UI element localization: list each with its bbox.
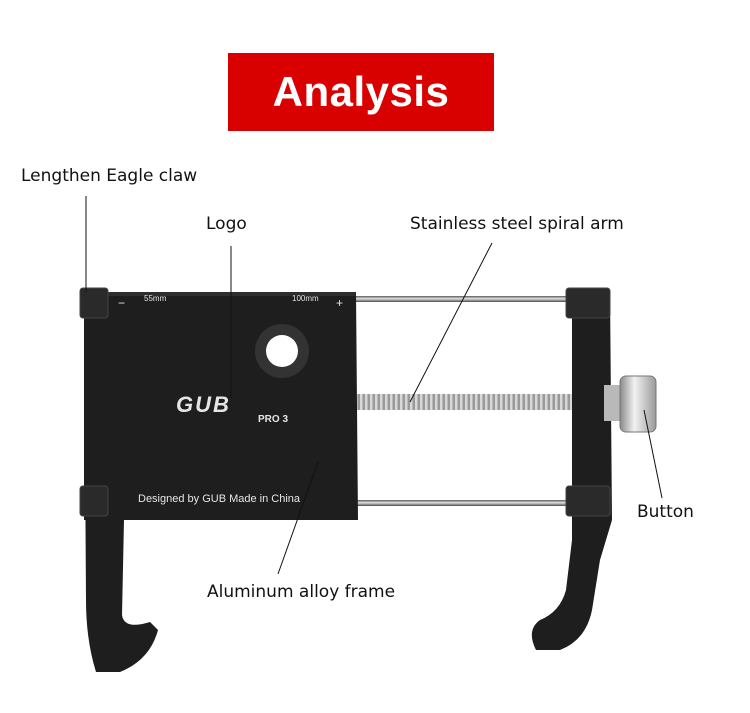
label-logo: Logo (206, 214, 247, 234)
label-frame: Aluminum alloy frame (207, 582, 396, 602)
knob-button (604, 375, 657, 433)
model-name: PRO 3 (258, 414, 289, 425)
leader-frame (277, 461, 319, 575)
leader-spiral-arm (409, 242, 493, 403)
measure-100mm: 100mm (292, 294, 319, 303)
eagle-claw-top-left (79, 287, 109, 319)
measure-55mm: 55mm (144, 294, 167, 303)
brand-logo: GUB (176, 392, 231, 417)
right-clamp-arm (531, 287, 612, 650)
leader-button (643, 409, 663, 499)
upper-rod (355, 296, 575, 302)
made-in-china-text: Designed by GUB Made in China (138, 493, 301, 505)
title-banner: Analysis (228, 53, 494, 131)
label-spiral-arm: Stainless steel spiral arm (410, 214, 624, 234)
label-eagle-claw: Lengthen Eagle claw (21, 166, 198, 186)
lower-rod (355, 500, 575, 506)
minus-sign: − (118, 296, 126, 310)
spiral-arm (355, 394, 575, 410)
plus-sign: + (336, 296, 344, 310)
label-button: Button (637, 502, 694, 522)
aluminum-frame (84, 292, 358, 672)
eagle-claw-bottom-left (79, 485, 109, 517)
title-text: Analysis (272, 68, 450, 115)
